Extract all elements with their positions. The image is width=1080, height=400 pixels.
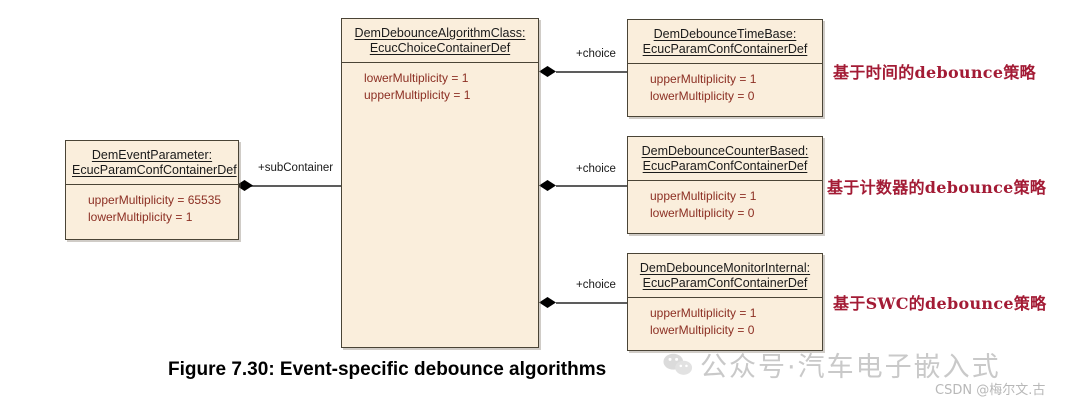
uml-class-attributes: upperMultiplicity = 1 lowerMultiplicity … xyxy=(628,64,822,111)
connector-label-subcontainer: +subContainer xyxy=(258,162,334,174)
annotation-time-based-strategy: 基于时间的debounce策略 xyxy=(833,63,1036,82)
uml-class-dem-debounce-time-base[interactable]: DemDebounceTimeBase: EcucParamConfContai… xyxy=(627,19,823,117)
class-title-line1: DemDebounceCounterBased: xyxy=(641,144,809,158)
annotation-counter-based-strategy: 基于计数器的debounce策略 xyxy=(827,178,1047,197)
class-title-line2: EcucParamConfContainerDef xyxy=(642,276,808,290)
watermark-sub-text: CSDN @梅尔文.古 xyxy=(935,383,1046,398)
attribute-upper-multiplicity: upperMultiplicity = 1 xyxy=(364,88,471,102)
uml-class-header: DemDebounceTimeBase: EcucParamConfContai… xyxy=(628,20,822,64)
uml-class-dem-debounce-counter-based[interactable]: DemDebounceCounterBased: EcucParamConfCo… xyxy=(627,136,823,234)
uml-class-attributes: upperMultiplicity = 1 lowerMultiplicity … xyxy=(628,181,822,228)
class-title-line1: DemDebounceMonitorInternal: xyxy=(639,261,811,275)
aggregation-diamond-choice-counterbased xyxy=(539,180,556,191)
connector-choice-timebase-line xyxy=(556,71,628,73)
class-title-line2: EcucParamConfContainerDef xyxy=(642,159,808,173)
connector-label-choice-monitorinternal: +choice xyxy=(576,279,616,291)
connector-label-choice-counterbased: +choice xyxy=(576,163,616,175)
uml-class-attributes: upperMultiplicity = 1 lowerMultiplicity … xyxy=(628,298,822,345)
class-title-line1: DemDebounceAlgorithmClass: xyxy=(354,26,526,40)
attribute-lower-multiplicity: lowerMultiplicity = 1 xyxy=(364,71,469,85)
class-title-line1: DemDebounceTimeBase: xyxy=(653,27,797,41)
uml-class-attributes: lowerMultiplicity = 1 upperMultiplicity … xyxy=(342,63,538,110)
uml-class-header: DemDebounceAlgorithmClass: EcucChoiceCon… xyxy=(342,19,538,63)
attribute-lower-multiplicity: lowerMultiplicity = 0 xyxy=(650,206,755,220)
aggregation-diamond-choice-monitorinternal xyxy=(539,297,556,308)
attribute-upper-multiplicity: upperMultiplicity = 65535 xyxy=(88,193,222,207)
class-title-line2: EcucParamConfContainerDef xyxy=(642,42,808,56)
attribute-lower-multiplicity: lowerMultiplicity = 0 xyxy=(650,323,755,337)
attribute-upper-multiplicity: upperMultiplicity = 1 xyxy=(650,72,757,86)
attribute-upper-multiplicity: upperMultiplicity = 1 xyxy=(650,306,757,320)
attribute-lower-multiplicity: lowerMultiplicity = 1 xyxy=(88,210,193,224)
wechat-logo-icon xyxy=(663,353,693,375)
aggregation-diamond-choice-timebase xyxy=(539,66,556,77)
uml-class-dem-debounce-monitor-internal[interactable]: DemDebounceMonitorInternal: EcucParamCon… xyxy=(627,253,823,351)
class-title-line2: EcucChoiceContainerDef xyxy=(369,41,511,55)
aggregation-diamond-subcontainer xyxy=(236,180,253,191)
class-title-line2: EcucParamConfContainerDef xyxy=(72,163,237,177)
uml-class-header: DemEventParameter: EcucParamConfContaine… xyxy=(66,141,238,185)
attribute-lower-multiplicity: lowerMultiplicity = 0 xyxy=(650,89,755,103)
annotation-swc-based-strategy: 基于SWC的debounce策略 xyxy=(833,294,1047,313)
connector-subcontainer-line xyxy=(247,185,341,187)
uml-class-dem-event-parameter[interactable]: DemEventParameter: EcucParamConfContaine… xyxy=(65,140,239,240)
connector-choice-monitorinternal-line xyxy=(556,302,628,304)
uml-class-header: DemDebounceCounterBased: EcucParamConfCo… xyxy=(628,137,822,181)
connector-label-choice-timebase: +choice xyxy=(576,48,616,60)
uml-class-dem-debounce-algorithm-class[interactable]: DemDebounceAlgorithmClass: EcucChoiceCon… xyxy=(341,18,539,348)
connector-choice-counterbased-line xyxy=(556,185,628,187)
class-title-line1: DemEventParameter: xyxy=(91,148,213,162)
attribute-upper-multiplicity: upperMultiplicity = 1 xyxy=(650,189,757,203)
uml-class-attributes: upperMultiplicity = 65535 lowerMultiplic… xyxy=(66,185,238,232)
uml-class-header: DemDebounceMonitorInternal: EcucParamCon… xyxy=(628,254,822,298)
figure-caption: Figure 7.30: Event-specific debounce alg… xyxy=(168,359,607,380)
